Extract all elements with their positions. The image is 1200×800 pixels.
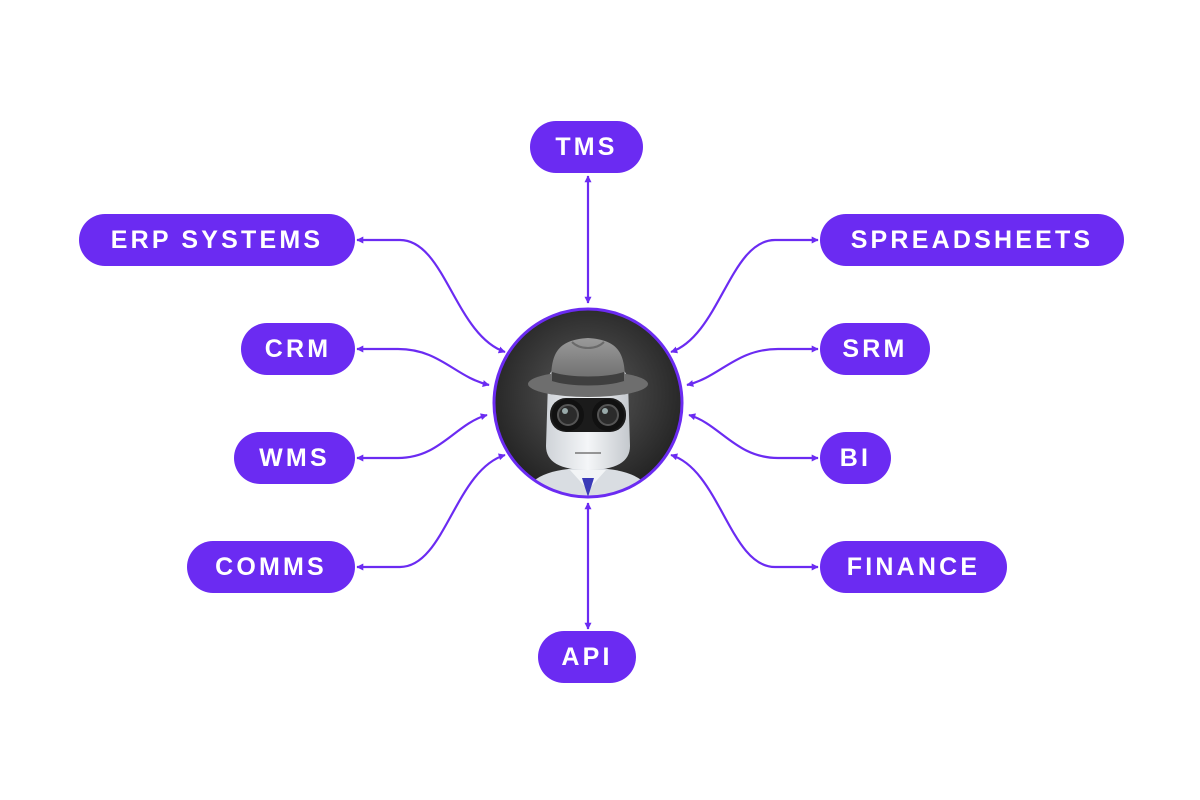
connector-bi xyxy=(688,413,819,462)
node-bi: BI xyxy=(820,432,891,484)
node-tms: TMS xyxy=(530,121,643,173)
node-wms: WMS xyxy=(234,432,355,484)
node-crm: CRM xyxy=(241,323,355,375)
node-api: API xyxy=(538,631,636,683)
node-erp-systems: ERP SYSTEMS xyxy=(79,214,355,266)
connector-comms xyxy=(356,453,506,571)
node-finance: FINANCE xyxy=(820,541,1007,593)
connector-wms xyxy=(356,413,488,462)
connector-erp-systems xyxy=(356,236,506,354)
node-srm: SRM xyxy=(820,323,930,375)
connector-finance xyxy=(670,453,819,571)
connector-crm xyxy=(356,345,490,387)
connector-srm xyxy=(686,345,819,387)
connector-lines xyxy=(356,175,819,630)
connector-spreadsheets xyxy=(670,236,819,354)
node-spreadsheets: SPREADSHEETS xyxy=(820,214,1124,266)
node-comms: COMMS xyxy=(187,541,355,593)
spy-robot-icon xyxy=(492,307,684,499)
